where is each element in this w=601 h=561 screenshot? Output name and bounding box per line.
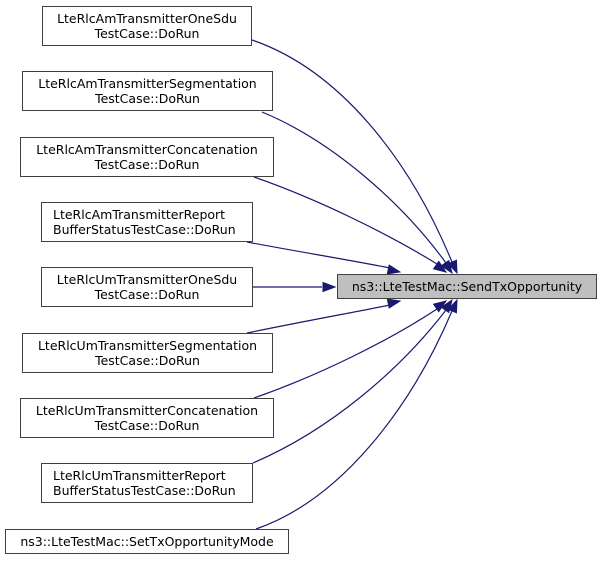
call-edge-um-report <box>252 309 447 464</box>
arrowhead-icon <box>322 281 337 293</box>
call-edge-am-report <box>246 241 391 269</box>
arrowhead-icon <box>447 298 458 314</box>
caller-label-line1: LteRlcUmTransmitterOneSdu <box>56 272 238 287</box>
caller-label-line1: LteRlcAmTransmitterReport <box>53 207 226 222</box>
caller-label-line1: ns3::LteTestMac::SetTxOpportunityMode <box>20 534 274 549</box>
call-edge-am-concatenation <box>253 176 438 265</box>
target-label: ns3::LteTestMac::SendTxOpportunity <box>351 279 583 294</box>
call-edge-um-concatenation <box>253 308 438 399</box>
caller-label-line2: TestCase::DoRun <box>94 287 200 302</box>
caller-label-line2: TestCase::DoRun <box>94 418 200 433</box>
caller-node-am-concatenation[interactable]: LteRlcAmTransmitterConcatenation TestCas… <box>20 137 274 177</box>
caller-node-am-segmentation[interactable]: LteRlcAmTransmitterSegmentation TestCase… <box>22 71 273 111</box>
caller-label-line1: LteRlcUmTransmitterSegmentation <box>37 338 258 353</box>
arrowhead-icon <box>386 298 402 309</box>
caller-label-line1: LteRlcAmTransmitterSegmentation <box>38 76 257 91</box>
call-edge-am-segmentation <box>261 111 447 264</box>
caller-label-line2: TestCase::DoRun <box>94 26 200 41</box>
arrowhead-icon <box>447 259 458 275</box>
call-edge-set-mode <box>255 310 453 530</box>
caller-label-line2: TestCase::DoRun <box>95 91 200 106</box>
arrowhead-icon <box>386 264 402 275</box>
caller-label-line1: LteRlcAmTransmitterOneSdu <box>57 11 237 26</box>
caller-label-line2: TestCase::DoRun <box>94 157 200 172</box>
arrowhead-icon <box>440 259 453 275</box>
caller-label-line1: LteRlcUmTransmitterReport <box>53 468 226 483</box>
caller-node-am-report[interactable]: LteRlcAmTransmitterReport BufferStatusTe… <box>41 202 253 242</box>
arrowhead-icon <box>432 260 448 273</box>
caller-node-um-segmentation[interactable]: LteRlcUmTransmitterSegmentation TestCase… <box>22 333 273 373</box>
caller-label-line2: TestCase::DoRun <box>95 353 200 368</box>
target-node[interactable]: ns3::LteTestMac::SendTxOpportunity <box>337 274 597 299</box>
caller-label-line2: BufferStatusTestCase::DoRun <box>53 483 236 498</box>
caller-label-line1: LteRlcAmTransmitterConcatenation <box>36 142 258 157</box>
caller-label-line2: BufferStatusTestCase::DoRun <box>53 222 236 237</box>
caller-node-set-mode[interactable]: ns3::LteTestMac::SetTxOpportunityMode <box>5 529 289 554</box>
caller-node-um-report[interactable]: LteRlcUmTransmitterReport BufferStatusTe… <box>41 463 253 503</box>
caller-node-am-onesdu[interactable]: LteRlcAmTransmitterOneSdu TestCase::DoRu… <box>42 6 252 46</box>
call-edge-am-onesdu <box>251 39 453 263</box>
caller-node-um-onesdu[interactable]: LteRlcUmTransmitterOneSdu TestCase::DoRu… <box>41 267 253 307</box>
caller-label-line1: LteRlcUmTransmitterConcatenation <box>35 403 259 418</box>
caller-node-um-concatenation[interactable]: LteRlcUmTransmitterConcatenation TestCas… <box>20 398 274 438</box>
call-edge-um-segmentation <box>246 304 391 334</box>
